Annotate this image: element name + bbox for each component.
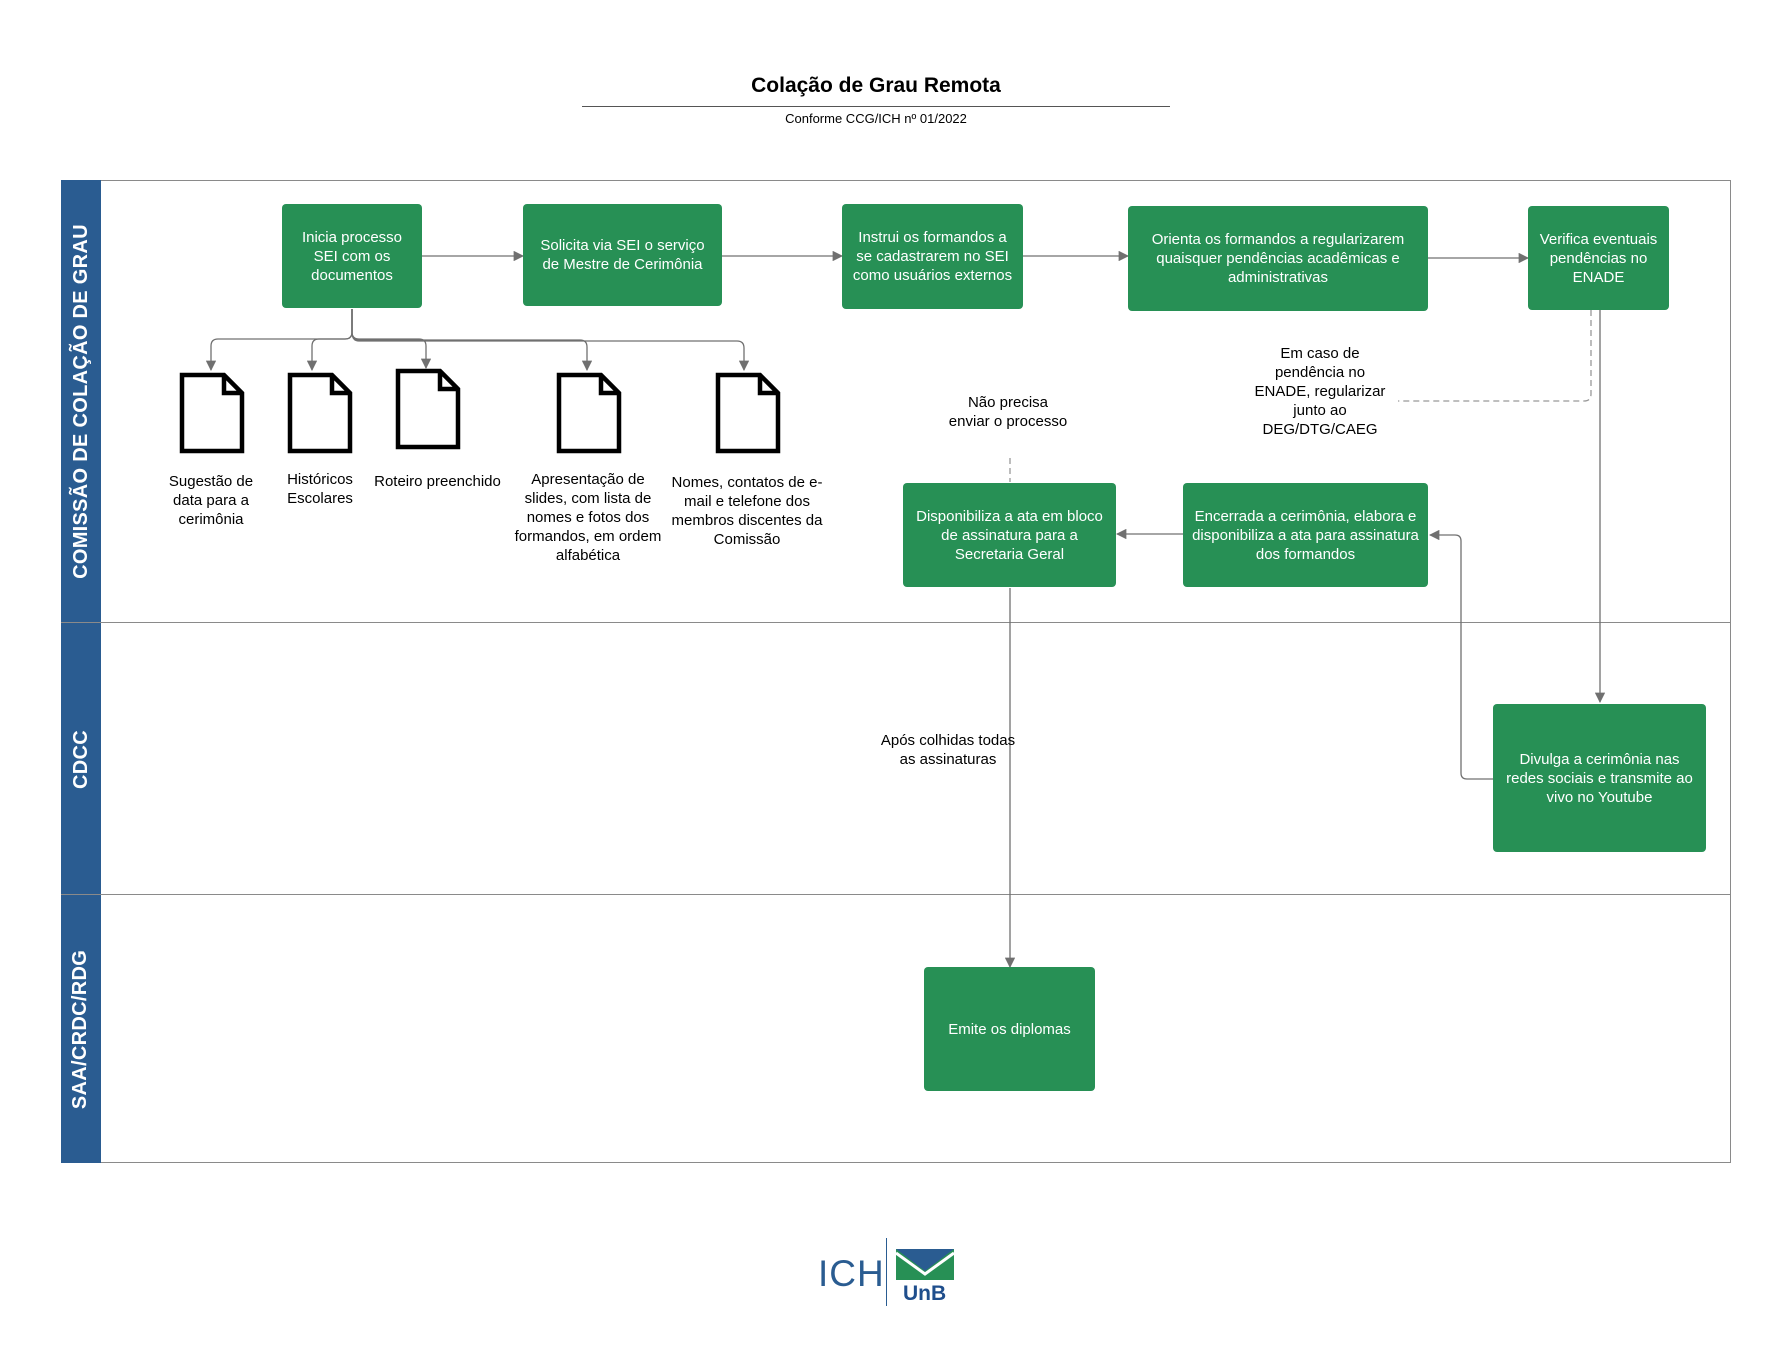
step-encerrada-cerimonia: Encerrada a cerimônia, elabora e disponi… <box>1183 483 1428 587</box>
annotation-link-enade <box>1398 310 1592 402</box>
unb-emblem-icon <box>896 1249 954 1280</box>
document-label-historicos: Históricos Escolares <box>287 471 353 507</box>
connector-inicia-doc-5 <box>351 309 750 372</box>
annotation-apos-assinaturas: Após colhidas todas as assinaturas <box>880 732 1016 768</box>
document-icon <box>395 368 461 450</box>
lane-header-comissao: COMISSÃO DE COLAÇÃO DE GRAU <box>61 180 101 623</box>
lane-divider <box>61 894 1731 895</box>
document-label-apresentacao: Apresentação de slides, com lista de nom… <box>514 471 662 564</box>
step-verifica-enade: Verifica eventuais pendências no ENADE <box>1528 206 1669 310</box>
connector-inicia-doc-2 <box>306 309 353 372</box>
step-divulga-cerimonia: Divulga a cerimônia nas redes sociais e … <box>1493 704 1706 852</box>
document-icon <box>287 372 353 454</box>
connector-inicia-doc-3 <box>351 309 432 370</box>
document-icon <box>179 372 245 454</box>
connector-inicia-doc-4 <box>351 309 593 372</box>
annotation-nao-precisa-enviar: Não precisa enviar o processo <box>948 394 1068 430</box>
step-disponibiliza-ata: Disponibiliza a ata em bloco de assinatu… <box>903 483 1116 587</box>
step-orienta-formandos: Orienta os formandos a regularizarem qua… <box>1128 206 1428 311</box>
connector-divulga-encerrada <box>1428 529 1493 780</box>
annotation-pendencia-enade: Em caso de pendência no ENADE, regulariz… <box>1254 345 1386 438</box>
ich-logo-text: ICH <box>818 1253 885 1294</box>
document-label-sugestao: Sugestão de data para a cerimônia <box>168 473 254 528</box>
lane-divider <box>61 622 1731 623</box>
diagram-title: Colação de Grau Remota <box>751 74 1001 97</box>
unb-logo-text: UnB <box>903 1282 947 1305</box>
lane-header-saa: SAA/CRDC/RDG <box>61 895 101 1163</box>
step-emite-diplomas: Emite os diplomas <box>924 967 1095 1091</box>
document-icon <box>715 372 781 454</box>
logo-divider <box>886 1238 887 1306</box>
document-label-nomes-contatos: Nomes, contatos de e-mail e telefone dos… <box>671 474 823 548</box>
step-instrui-formandos: Instrui os formandos a se cadastrarem no… <box>842 204 1023 309</box>
diagram-subtitle: Conforme CCG/ICH nº 01/2022 <box>785 111 967 126</box>
document-icon <box>556 372 622 454</box>
step-solicita-mestre-cerimonia: Solicita via SEI o serviço de Mestre de … <box>523 204 722 306</box>
title-divider <box>582 106 1170 107</box>
step-inicia-processo: Inicia processo SEI com os documentos <box>282 204 422 308</box>
document-label-roteiro: Roteiro preenchido <box>374 473 501 490</box>
lane-header-cdcc: CDCC <box>61 623 101 895</box>
